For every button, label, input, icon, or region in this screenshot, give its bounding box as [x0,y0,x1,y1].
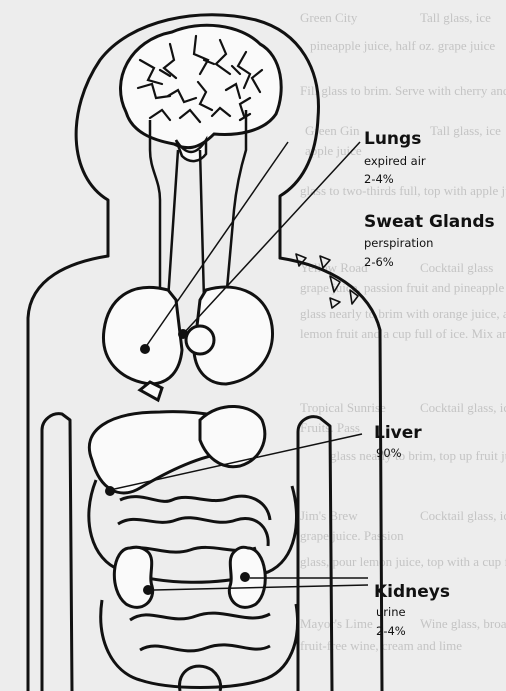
liver-percent: 90% [376,446,402,460]
bleed-line: Fill glass to brim. Serve with cherry an… [300,83,506,98]
liver-marker-dot [105,486,115,496]
bleed-line: Jim's Brew [300,508,358,523]
bleed-line: Cocktail glass, ice [420,508,506,523]
liver-organ [89,382,264,493]
kidneys-percent: 2-4% [376,624,406,638]
bleed-line: grape juice. Passion [300,528,404,543]
kidneys-detail: urine [376,605,406,619]
brain [121,25,282,161]
bleed-line: glass to two-thirds full, top with apple… [300,183,506,198]
sweat-glands-percent: 2-6% [364,255,394,269]
lungs-percent: 2-4% [364,172,394,186]
bleed-line: Tall glass, ice [420,10,491,25]
bleed-line: Green Gin [305,123,360,138]
liver-title: Liver [374,423,422,443]
kidney-marker-dot [143,585,153,595]
bleed-line: pineapple juice, half oz. grape juice [310,38,495,53]
kidney-marker-dot [240,572,250,582]
lung-marker-dot [178,329,188,339]
lungs-title: Lungs [364,129,421,149]
bleed-line: Cocktail glass, ice [420,400,506,415]
bleed-line: Wine glass, broad [420,616,506,631]
bleed-line: Green City [300,10,358,25]
bleed-line: Cocktail glass [420,260,493,275]
left-arm [42,414,72,691]
bleed-line: glass nearly to brim, top up fruit juice [330,448,506,463]
lungs-label: Lungs expired air 2-4% [364,129,426,186]
lungs-organ [103,287,272,384]
kidneys-title: Kidneys [374,582,450,602]
bleed-line: grape juice, passion fruit and pineapple [300,280,505,295]
lung-marker-dot [140,344,150,354]
sweat-glands-detail: perspiration [364,236,433,250]
bleed-line: Tall glass, ice [430,123,501,138]
bleed-line: Mayor's Lime [300,616,373,631]
bleed-line: Yellow Road [300,260,368,275]
bleed-line: lemon fruit and a cup full of ice. Mix a… [300,326,506,341]
sweat-glands-title: Sweat Glands [364,212,495,232]
bleed-line: glass nearly to brim with orange juice, … [300,306,506,321]
lungs-detail: expired air [364,154,426,168]
bleed-line: Tropical Sunrise [300,400,386,415]
